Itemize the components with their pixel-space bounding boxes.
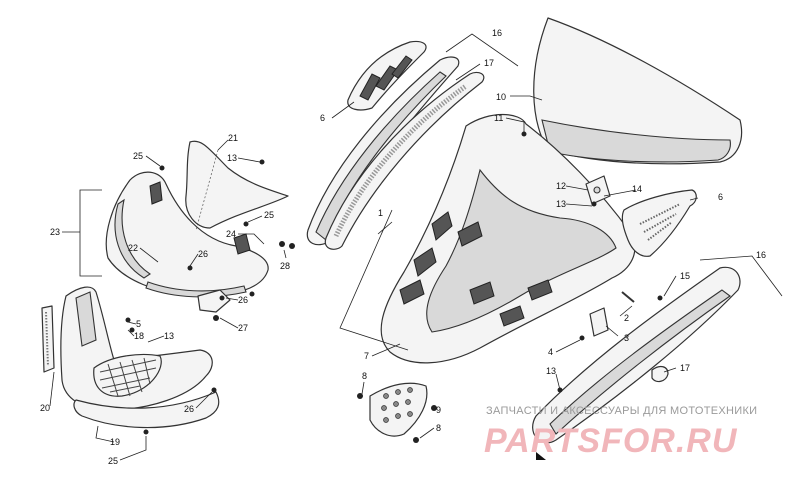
callout-28: 28 [280, 261, 290, 271]
callout-18: 18 [134, 331, 144, 341]
windshield-part [533, 17, 743, 165]
callout-25-c: 25 [108, 456, 118, 466]
callout-13-c: 13 [556, 199, 566, 209]
vent-cover-part-top [347, 40, 427, 111]
callout-8-a: 8 [362, 371, 367, 381]
callout-17-bottom: 17 [680, 363, 690, 373]
callout-10: 10 [496, 92, 506, 102]
inner-panel-part [185, 140, 289, 229]
callout-1: 1 [378, 208, 383, 218]
callout-labels: 16 17 6 10 11 21 25 13 23 25 24 22 26 28… [40, 28, 766, 466]
callout-11: 11 [494, 113, 503, 123]
callout-27: 27 [238, 323, 248, 333]
callout-24: 24 [226, 229, 236, 239]
mesh-grille [99, 357, 157, 397]
group-brackets [79, 33, 783, 351]
watermark-logo: PARTSFOR.RU [484, 422, 738, 460]
callout-4: 4 [548, 347, 553, 357]
callout-20: 20 [40, 403, 50, 413]
callout-3: 3 [624, 333, 629, 343]
leader-lines [49, 63, 699, 461]
skid-plate-part-9 [369, 382, 428, 437]
callout-22: 22 [128, 243, 138, 253]
fasteners [125, 131, 663, 443]
bottom-skid-part [73, 391, 220, 429]
callout-13-b: 13 [164, 331, 174, 341]
main-hood-part [380, 114, 636, 364]
callout-15: 15 [680, 271, 690, 281]
hood-vents [399, 211, 553, 327]
direction-arrow-icon [536, 452, 546, 460]
callout-26-c: 26 [184, 404, 194, 414]
callout-5: 5 [136, 319, 141, 329]
callout-25-b: 25 [264, 210, 274, 220]
callout-7: 7 [364, 351, 369, 361]
callout-13-a: 13 [227, 153, 237, 163]
callout-12: 12 [556, 181, 566, 191]
callout-26-b: 26 [238, 295, 248, 305]
callout-9: 9 [436, 405, 441, 415]
callout-23: 23 [50, 227, 60, 237]
side-trim-part-18 [41, 305, 55, 373]
callout-13-d: 13 [546, 366, 556, 376]
callout-2: 2 [624, 313, 629, 323]
callout-26-a: 26 [198, 249, 208, 259]
callout-25-a: 25 [133, 151, 143, 161]
side-panel-part-bottom [532, 266, 741, 444]
callout-6-right: 6 [718, 192, 723, 202]
upper-hood-part [105, 171, 269, 298]
mount-bracket-part [585, 175, 611, 205]
callout-21: 21 [228, 133, 238, 143]
watermark-tagline: ЗАПЧАСТИ И АКСЕССУАРЫ ДЛЯ МОТОТЕХНИКИ [486, 405, 757, 417]
callout-16-right: 16 [756, 250, 766, 260]
callout-19: 19 [110, 437, 120, 447]
callout-16-top: 16 [492, 28, 502, 38]
callout-6-top: 6 [320, 113, 325, 123]
lower-nose-part [60, 286, 213, 411]
clip-part-3 [589, 291, 635, 337]
callout-8-b: 8 [436, 423, 441, 433]
vent-cover-part-right [621, 189, 697, 257]
callout-17-top: 17 [484, 58, 494, 68]
callout-14: 14 [632, 184, 642, 194]
watermark: ЗАПЧАСТИ И АКСЕССУАРЫ ДЛЯ МОТОТЕХНИКИ PA… [484, 405, 757, 460]
reflective-strip-part-top [324, 71, 485, 250]
